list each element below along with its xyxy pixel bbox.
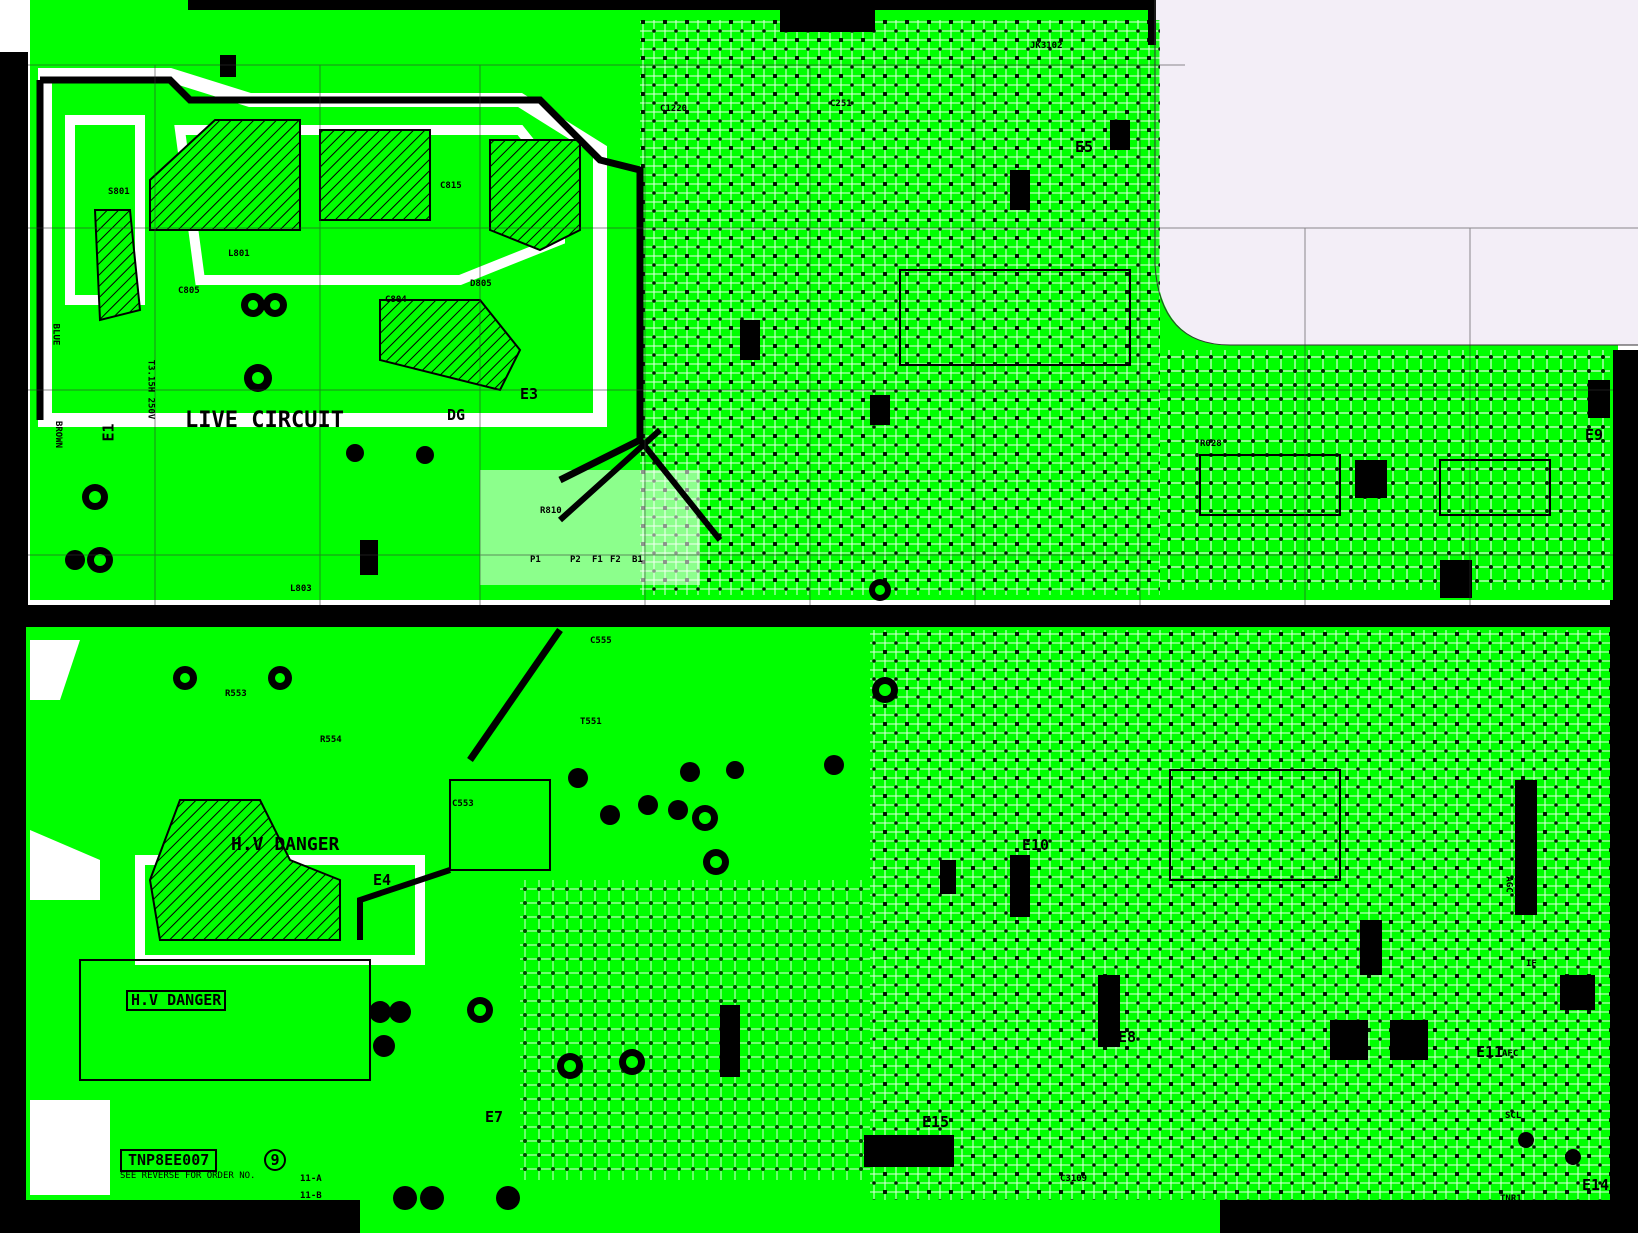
zone-label-e12: E12 xyxy=(1570,983,1589,1012)
zone-label-e7: E7 xyxy=(485,1108,504,1126)
component-label: C805 xyxy=(178,286,200,296)
sheet-mark-a: 11-A xyxy=(300,1174,322,1184)
zone-label-e1: E1 xyxy=(99,423,118,442)
component-label: C553 xyxy=(452,799,474,809)
signal-label-scl: SCL xyxy=(1505,1111,1522,1121)
component-label: C1220 xyxy=(660,104,688,114)
circled-number: 9 xyxy=(264,1149,286,1171)
component-label: C251 xyxy=(830,99,852,109)
unused-region xyxy=(1155,0,1638,345)
component-label: C3109 xyxy=(1060,1174,1088,1184)
wire-label-brown: BROWN xyxy=(53,420,64,449)
component-label: C804 xyxy=(385,295,407,305)
wire-label-blue: BLUE xyxy=(50,323,61,346)
terminal-label-p2: P2 xyxy=(570,555,581,565)
board-code: TNP8EE007 xyxy=(120,1149,218,1172)
component-label: L803 xyxy=(290,584,312,594)
zone-label-e5: E5 xyxy=(1075,138,1094,156)
component-label: R554 xyxy=(320,735,342,745)
signal-label-agc: AGC xyxy=(1503,876,1514,893)
signal-label-tnr1: TNR1 xyxy=(1500,1194,1522,1204)
zone-label-e3: E3 xyxy=(520,385,539,403)
component-label: C555 xyxy=(590,636,612,646)
lower-panel xyxy=(26,627,1610,1233)
component-label: R028 xyxy=(1200,439,1222,449)
component-label: JK3102 xyxy=(1030,41,1063,51)
terminal-label-p1: P1 xyxy=(530,555,541,565)
upper-panel xyxy=(30,0,1618,601)
warning-live-circuit: LIVE CIRCUIT xyxy=(185,408,344,433)
component-label: D805 xyxy=(470,279,492,289)
signal-label-if: IF xyxy=(1526,959,1537,969)
component-label: R553 xyxy=(225,689,247,699)
terminal-label-f2: F2 xyxy=(610,555,621,565)
zone-label-e14: E14 xyxy=(1582,1176,1610,1194)
sheet-mark-b: 11-B xyxy=(300,1191,322,1201)
component-label: C815 xyxy=(440,181,462,191)
zone-label-e8: E8 xyxy=(1118,1028,1137,1046)
signal-label-afc: AFC xyxy=(1502,1049,1519,1059)
zone-label-e11: E11 xyxy=(1476,1043,1504,1061)
terminal-label-f1: F1 xyxy=(592,555,603,565)
zone-label-e9: E9 xyxy=(1585,426,1604,444)
warning-hv-danger-1: H.V DANGER xyxy=(231,834,340,855)
zone-label-dg: DG xyxy=(447,406,466,424)
order-note: SEE REVERSE FOR ORDER NO. xyxy=(120,1171,256,1181)
fuse-rating-label: T3.15H 250V xyxy=(145,359,156,420)
zone-label-e15: E15 xyxy=(922,1113,950,1131)
terminal-label-b1: B1 xyxy=(632,555,643,565)
component-label: T551 xyxy=(580,717,602,727)
zone-label-e10: E10 xyxy=(1022,836,1050,854)
component-label: S801 xyxy=(108,187,130,197)
component-label: L801 xyxy=(228,249,250,259)
warning-hv-danger-2: H.V DANGER xyxy=(126,990,227,1011)
zone-label-e4: E4 xyxy=(373,871,392,889)
component-label: R810 xyxy=(540,506,562,516)
